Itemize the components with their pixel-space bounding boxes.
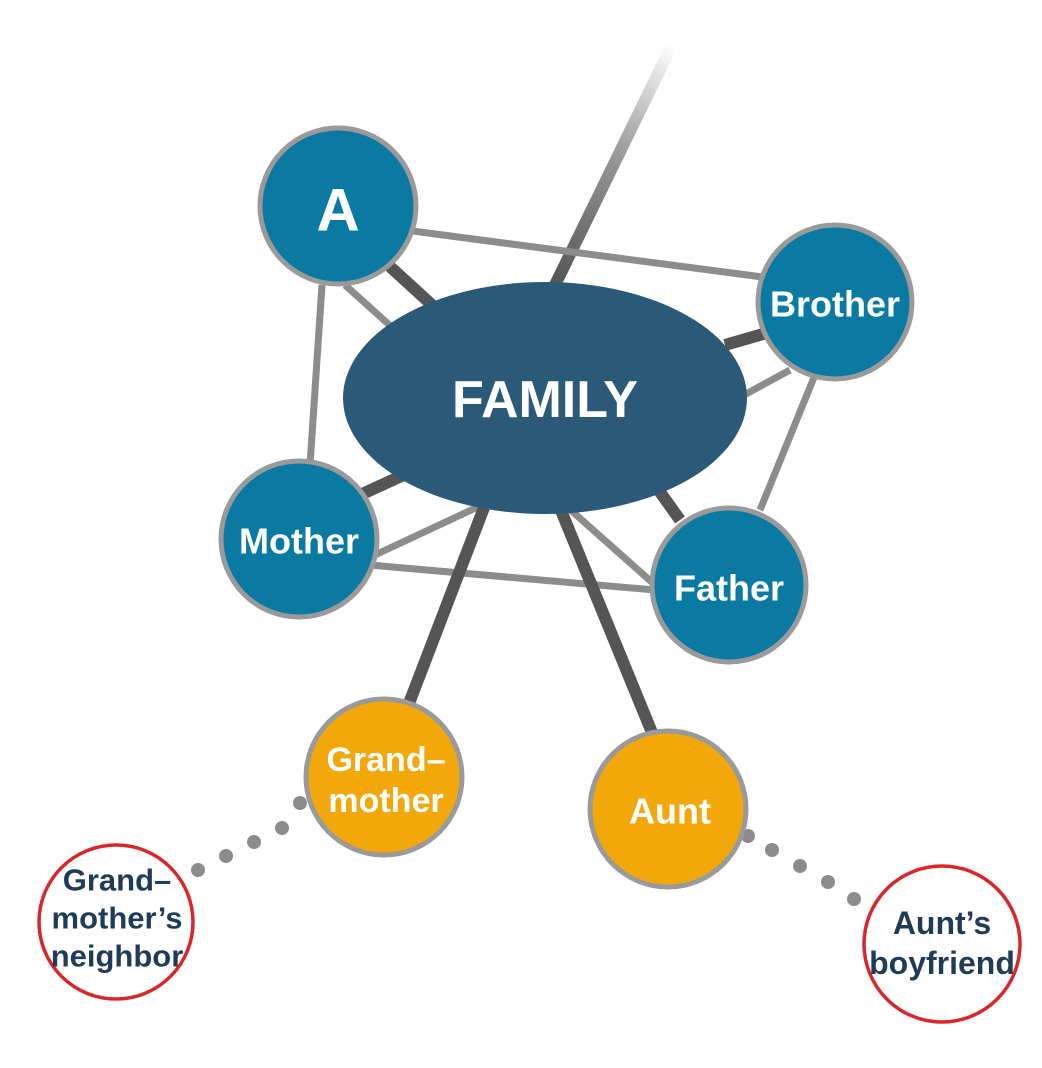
tie-a-mother (306, 284, 326, 466)
tie-aunt-family (554, 505, 659, 738)
weak-ties (306, 226, 819, 594)
node-mother: Mother (218, 458, 380, 620)
tie-grandmother-family (402, 502, 491, 709)
node-a-label: A (316, 177, 359, 244)
tie-a-family-strong (380, 257, 437, 310)
node-aunt-boyfriend: Aunt’s boyfriend (862, 864, 1022, 1024)
dot (765, 843, 779, 857)
node-grandmother-line1: Grand– (326, 741, 445, 779)
node-aunt-boyfriend-line1: Aunt’s (893, 905, 991, 941)
family-node: FAMILY (343, 282, 747, 514)
node-grandmother-neighbor: Grand– mother’s neighbor (37, 843, 195, 1001)
node-aunt-boyfriend-line2: boyfriend (869, 945, 1015, 981)
dot (293, 796, 307, 810)
node-aunt: Aunt (587, 728, 749, 890)
dot (793, 859, 807, 873)
node-brother: Brother (755, 222, 915, 382)
dotted-ties (191, 796, 861, 906)
node-father-label: Father (674, 568, 784, 609)
node-grandmother-neighbor-line3: neighbor (51, 939, 184, 974)
node-grandmother-line2: mother (328, 782, 443, 820)
tie-a-brother (404, 226, 771, 282)
external-tie-line (549, 42, 678, 288)
dot (247, 835, 261, 849)
node-brother-label: Brother (770, 284, 900, 325)
tie-mother-family (373, 501, 484, 559)
node-grandmother-neighbor-line2: mother’s (52, 901, 183, 936)
tie-brother-father (756, 373, 819, 512)
dot (275, 821, 289, 835)
dot (847, 892, 861, 906)
node-grandmother: Grand– mother (303, 696, 465, 858)
tie-mother-father (369, 561, 656, 594)
node-a: A (257, 125, 419, 287)
tie-family-father (562, 502, 658, 588)
node-aunt-label: Aunt (629, 791, 711, 832)
family-label: FAMILY (452, 371, 638, 429)
node-mother-label: Mother (239, 521, 359, 562)
tie-a-family (342, 282, 398, 333)
dot (219, 849, 233, 863)
dot (191, 863, 205, 877)
dot (821, 875, 835, 889)
node-grandmother-neighbor-line1: Grand– (63, 863, 172, 898)
node-father: Father (649, 505, 809, 665)
